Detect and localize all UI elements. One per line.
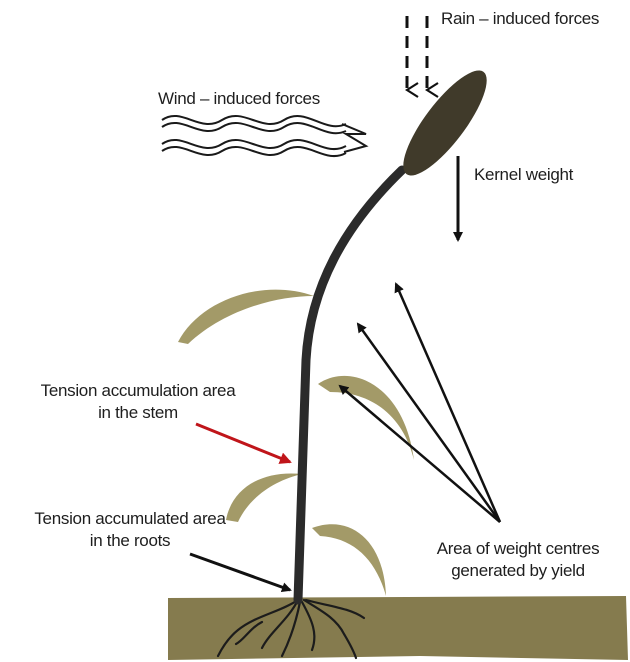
stem-tension-arrow (196, 424, 290, 462)
weight-centres-label: Area of weight centres generated by yiel… (412, 538, 624, 582)
root-tension-label: Tension accumulated area in the roots (10, 508, 250, 552)
kernel-weight-label: Kernel weight (474, 164, 573, 186)
soil-block (168, 596, 628, 660)
root-tension-line-1: Tension accumulated area (10, 508, 250, 530)
rain-label: Rain – induced forces (441, 8, 599, 30)
wind-lines (162, 116, 366, 156)
weight-centres-line-2: generated by yield (412, 560, 624, 582)
stem-tension-label: Tension accumulation area in the stem (18, 380, 258, 424)
weight-centre-arrows (340, 284, 500, 522)
stem-tension-line-1: Tension accumulation area (18, 380, 258, 402)
root-tension-line-2: in the roots (10, 530, 250, 552)
weight-centres-line-1: Area of weight centres (412, 538, 624, 560)
root-tension-arrow (190, 554, 290, 590)
wind-label: Wind – induced forces (158, 88, 320, 110)
rain-arrows (407, 16, 427, 90)
stem-tension-line-2: in the stem (18, 402, 258, 424)
